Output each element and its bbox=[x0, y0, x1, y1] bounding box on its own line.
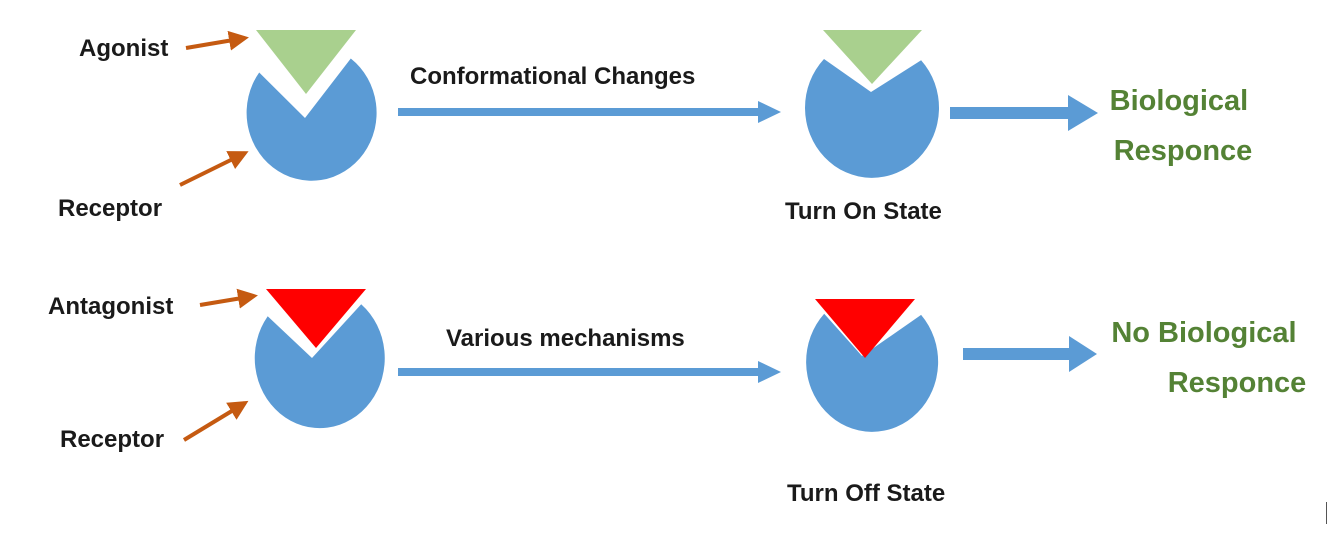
receptor-pointer-arrow-2 bbox=[182, 400, 249, 442]
response-label-1: Biological Responce bbox=[1110, 85, 1257, 167]
text-cursor-mark bbox=[1326, 502, 1327, 524]
receptor-label-1: Receptor bbox=[58, 195, 162, 222]
state-label-off: Turn Off State bbox=[787, 480, 945, 507]
response-arrow-1 bbox=[950, 95, 1098, 131]
antagonist-pointer-arrow bbox=[199, 288, 258, 309]
process-label-2: Various mechanisms bbox=[446, 325, 685, 352]
agonist-ligand bbox=[256, 30, 356, 94]
receptor-off bbox=[806, 313, 939, 432]
receptor-1 bbox=[246, 58, 377, 181]
agonist-label: Agonist bbox=[79, 35, 168, 62]
receptor-label-2: Receptor bbox=[60, 426, 164, 453]
response-arrow-2 bbox=[963, 336, 1097, 372]
receptor-pointer-arrow-1 bbox=[179, 151, 249, 187]
response-label-2: No Biological Responce bbox=[1111, 317, 1306, 399]
receptor-2 bbox=[254, 304, 385, 429]
flow-arrow-1 bbox=[398, 101, 781, 123]
flow-arrow-2 bbox=[398, 361, 781, 383]
receptor-on bbox=[805, 59, 940, 178]
process-label-1: Conformational Changes bbox=[410, 63, 695, 90]
state-label-on: Turn On State bbox=[785, 198, 942, 225]
antagonist-bound bbox=[815, 299, 915, 358]
antagonist-row: Antagonist Receptor Various mechanisms T… bbox=[48, 288, 1306, 507]
antagonist-ligand bbox=[266, 289, 366, 348]
agonist-pointer-arrow bbox=[185, 30, 249, 51]
antagonist-label: Antagonist bbox=[48, 293, 173, 320]
agonist-bound bbox=[823, 30, 922, 84]
agonist-row: Agonist Receptor Conformational Changes … bbox=[58, 30, 1257, 225]
